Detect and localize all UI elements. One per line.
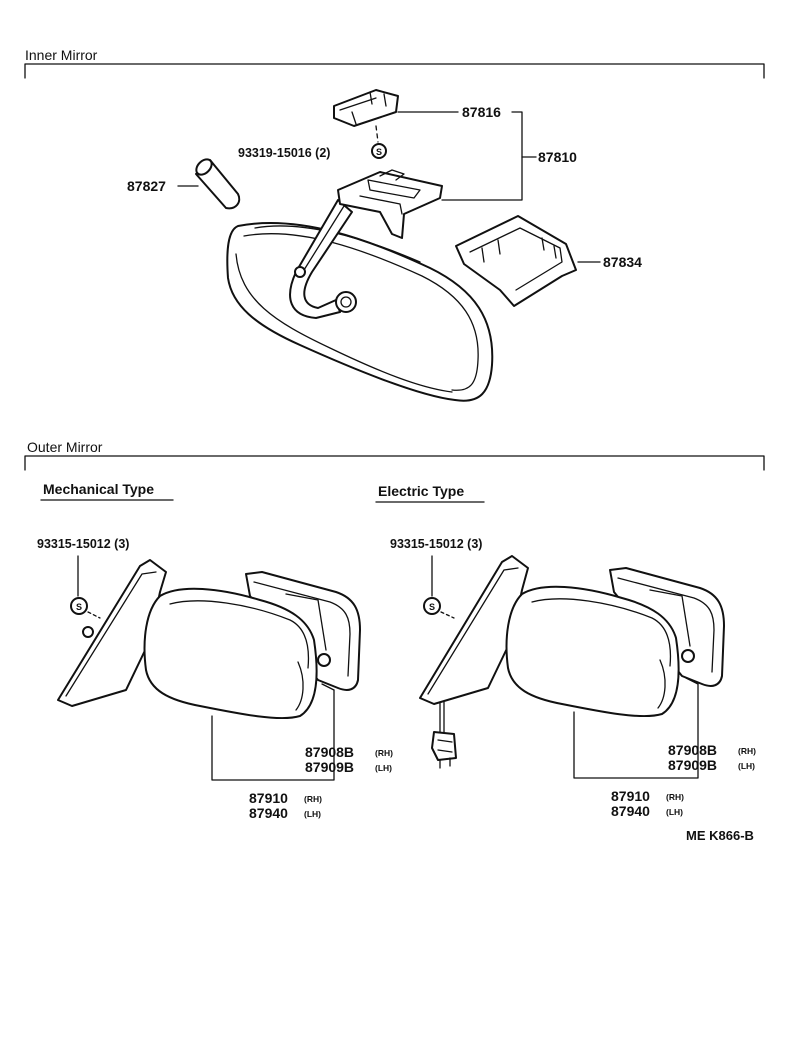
label-mech-assy-lh-side: (LH) <box>304 809 321 819</box>
subtype-mechanical: Mechanical Type <box>43 481 154 497</box>
cover-87827 <box>195 158 241 210</box>
subtype-electric: Electric Type <box>378 483 464 499</box>
label-mech-assy-lh: 87940 <box>249 805 288 821</box>
leader-mech-glass <box>321 683 335 691</box>
leader-elec-glass <box>685 677 699 685</box>
label-elec-assy-lh: 87940 <box>611 803 650 819</box>
screw-symbol-label-mechanical: S <box>76 602 82 612</box>
label-elec-screw: 93315-15012 (3) <box>390 537 482 551</box>
section-bracket-inner <box>24 63 765 79</box>
section-bracket-outer <box>24 455 765 471</box>
label-elec-glass-lh: 87909B <box>668 757 717 773</box>
label-mech-glass-lh: 87909B <box>305 759 354 775</box>
leader-elec-assembly <box>573 683 699 779</box>
label-mech-screw: 93315-15012 (3) <box>37 537 129 551</box>
catalog-code: ME K866-B <box>686 828 754 843</box>
label-elec-glass-lh-side: (LH) <box>738 761 755 771</box>
label-elec-assy-rh-side: (RH) <box>666 792 684 802</box>
section-title-outer-mirror: Outer Mirror <box>27 439 103 455</box>
label-87816: 87816 <box>462 104 501 120</box>
label-mech-glass-rh: 87908B <box>305 744 354 760</box>
leader-elec-screw-dash <box>440 611 455 619</box>
label-mech-glass-rh-side: (RH) <box>375 748 393 758</box>
label-mech-glass-lh-side: (LH) <box>375 763 392 773</box>
rearview-mirror-body <box>226 222 494 402</box>
leaders-inner <box>177 111 601 263</box>
mechanical-mirror <box>57 559 361 720</box>
leader-mech-assembly <box>211 689 335 781</box>
section-title-inner-mirror: Inner Mirror <box>25 47 98 63</box>
mounting-plate <box>333 89 399 127</box>
leader-dashed-plate <box>375 125 379 143</box>
label-87834: 87834 <box>603 254 642 270</box>
label-mech-assy-rh: 87910 <box>249 790 288 806</box>
label-87810: 87810 <box>538 149 577 165</box>
mirror-stay <box>289 199 357 319</box>
label-elec-assy-rh: 87910 <box>611 788 650 804</box>
screw-symbol-electric <box>423 597 441 615</box>
mirror-bracket <box>337 169 443 239</box>
label-mech-assy-rh-side: (RH) <box>304 794 322 804</box>
screw-symbol-label-inner: S <box>376 147 382 157</box>
label-87827: 87827 <box>127 178 166 194</box>
screw-symbol-mechanical <box>70 597 88 615</box>
cover-87834 <box>455 215 577 307</box>
label-elec-glass-rh-side: (RH) <box>738 746 756 756</box>
leader-mech-screw-dash <box>87 611 101 619</box>
screw-symbol-inner <box>371 143 387 159</box>
label-screw-93319: 93319-15016 (2) <box>238 146 330 160</box>
electric-mirror <box>419 555 725 769</box>
label-elec-assy-lh-side: (LH) <box>666 807 683 817</box>
label-elec-glass-rh: 87908B <box>668 742 717 758</box>
screw-symbol-label-electric: S <box>429 602 435 612</box>
